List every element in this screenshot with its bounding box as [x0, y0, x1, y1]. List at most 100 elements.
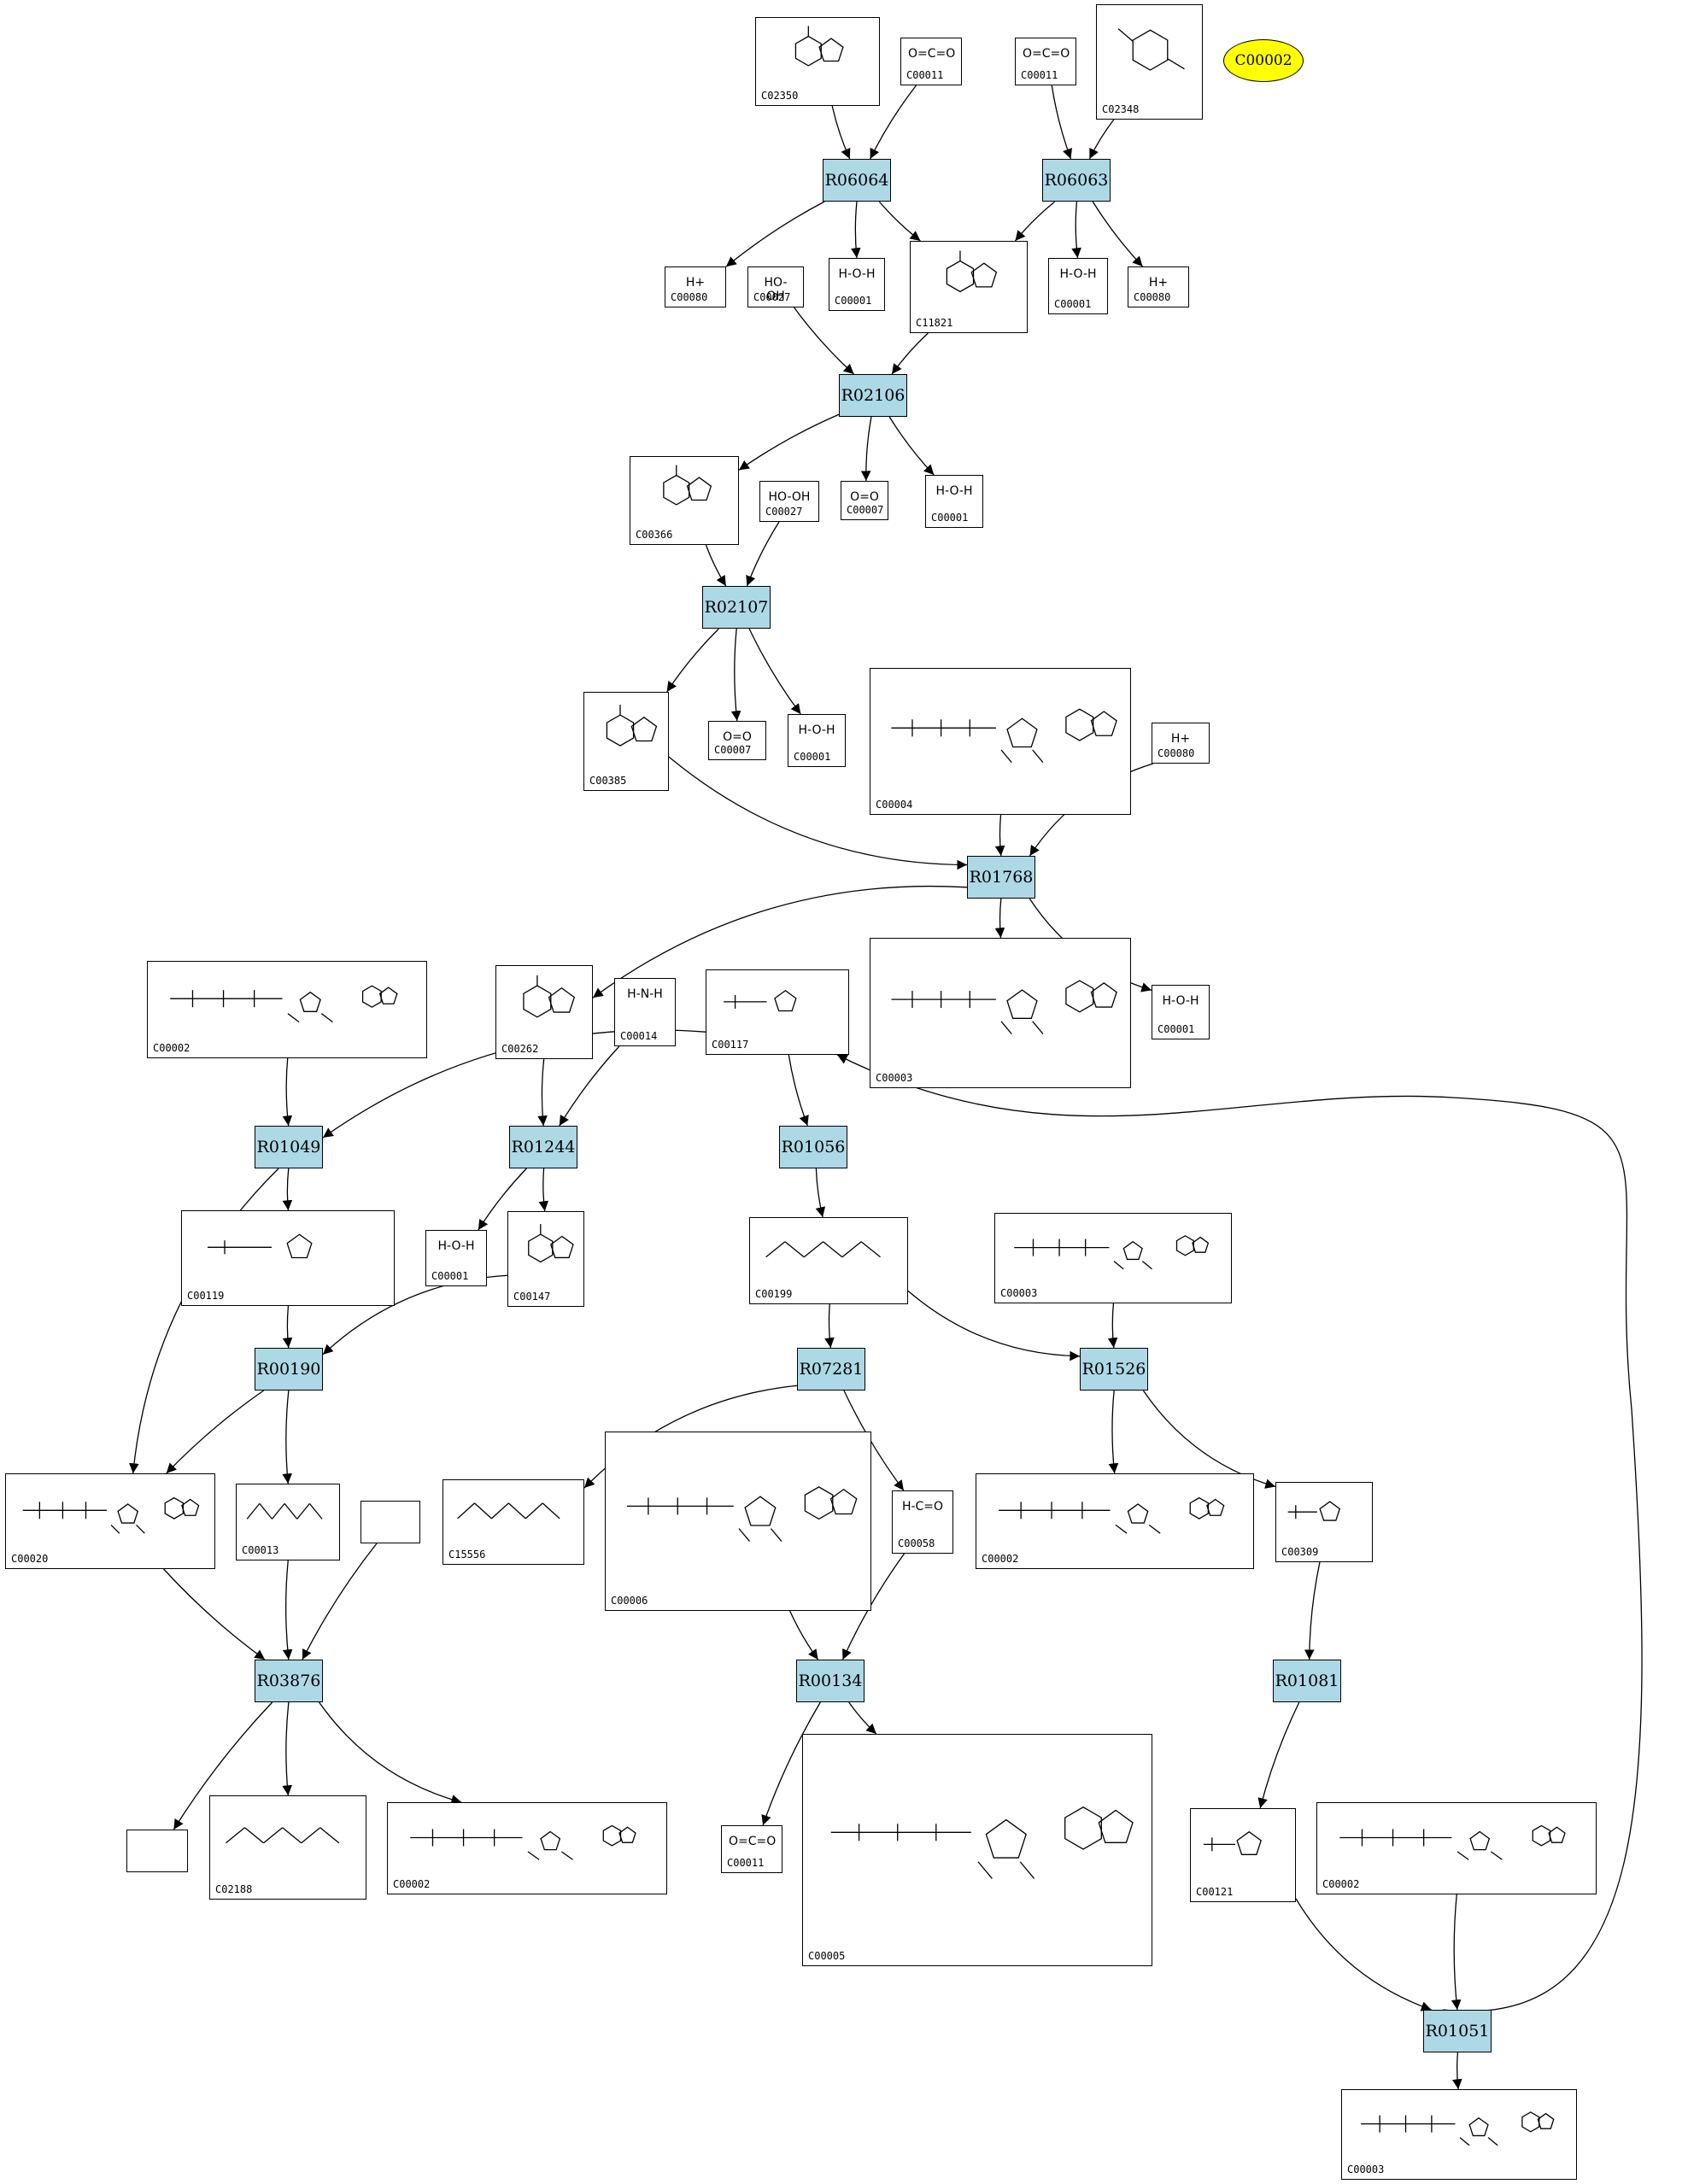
- compound-id-label: C00199: [755, 1288, 793, 1300]
- reaction-r01768[interactable]: R01768: [967, 856, 1035, 899]
- edge-c00119-to-r00190: [282, 1305, 293, 1349]
- compound-c00385[interactable]: C00385: [583, 692, 669, 791]
- compound-c00002[interactable]: C00002: [976, 1473, 1254, 1569]
- structure-drawing: [523, 975, 576, 1018]
- reaction-r06063[interactable]: R06063: [1042, 159, 1111, 202]
- compound-id-label: C00366: [636, 529, 673, 541]
- compound-c02350[interactable]: C02350: [755, 17, 880, 106]
- compound-id-label: C00001: [794, 751, 831, 763]
- structure-drawing: [1287, 1501, 1341, 1521]
- compound-c02188[interactable]: C02188: [209, 1795, 366, 1900]
- compound-c00003[interactable]: C00003: [994, 1213, 1232, 1303]
- edge-r06063-to-c00080b: [1092, 201, 1144, 267]
- structure-drawing: [606, 705, 658, 747]
- edge-r01244-to-c00001f: [478, 1168, 527, 1231]
- reaction-r02107[interactable]: R02107: [702, 586, 771, 629]
- reaction-r01081[interactable]: R01081: [1273, 1660, 1341, 1702]
- edge-c00006-to-r00134: [789, 1610, 819, 1660]
- compound-c00002[interactable]: C00002: [387, 1802, 667, 1894]
- compound-c02348[interactable]: C02348: [1096, 4, 1203, 120]
- reaction-r06064[interactable]: R06064: [823, 159, 891, 202]
- reaction-r01049[interactable]: R01049: [255, 1126, 323, 1168]
- compound-c00001[interactable]: H-O-H C00001: [1152, 985, 1210, 1039]
- edge-c00014-to-r01244: [559, 1045, 620, 1127]
- compound-c00117[interactable]: C00117: [706, 969, 849, 1055]
- structure-drawing: [457, 1502, 560, 1519]
- structure-drawing: [22, 1496, 200, 1534]
- compound-c00005[interactable]: C00005: [802, 1734, 1152, 1966]
- compound-empty[interactable]: [126, 1830, 188, 1872]
- reaction-r01056[interactable]: R01056: [779, 1126, 847, 1168]
- compound-formula: H-O-H: [1162, 994, 1199, 1008]
- reaction-r01051[interactable]: R01051: [1423, 2010, 1492, 2052]
- compound-formula: O=C=O: [1023, 47, 1070, 61]
- compound-c00366[interactable]: C00366: [630, 456, 739, 545]
- compound-empty[interactable]: [360, 1501, 420, 1543]
- edge-r01049-to-c00020: [129, 1168, 279, 1474]
- reaction-r07281[interactable]: R07281: [797, 1348, 865, 1391]
- compound-c00006[interactable]: C00006: [605, 1432, 871, 1611]
- edge-r02106-to-c00007a: [860, 416, 872, 482]
- compound-id-label: C00001: [1054, 298, 1092, 310]
- edge-c00011b-to-r06063: [1051, 85, 1072, 160]
- compound-c00003[interactable]: C00003: [1341, 2089, 1577, 2180]
- compound-c00119[interactable]: C00119: [181, 1210, 395, 1306]
- compound-c00121[interactable]: C00121: [1190, 1808, 1296, 1902]
- compound-c00002[interactable]: C00002: [1316, 1802, 1597, 1894]
- compound-id-label: C00003: [1000, 1287, 1038, 1299]
- compound-c00004[interactable]: C00004: [870, 668, 1131, 815]
- edge-c00262-to-r01244: [537, 1058, 548, 1127]
- reaction-r00190[interactable]: R00190: [255, 1348, 323, 1391]
- compound-c00199[interactable]: C00199: [749, 1217, 908, 1304]
- compound-id-label: C00058: [898, 1537, 935, 1549]
- compound-c00147[interactable]: C00147: [507, 1211, 584, 1307]
- edge-r01526-to-c00309: [1142, 1390, 1276, 1489]
- compound-id-label: C00309: [1281, 1546, 1319, 1558]
- reaction-r01526[interactable]: R01526: [1080, 1348, 1148, 1391]
- compound-formula: H+: [1148, 276, 1169, 290]
- edge-r01051-to-c00117: [836, 1054, 1643, 2012]
- compound-id-label: C00011: [727, 1857, 765, 1869]
- compound-c00080[interactable]: H+C00080: [665, 266, 726, 307]
- compound-id-label: C00001: [835, 295, 872, 307]
- reaction-r00134[interactable]: R00134: [796, 1660, 865, 1702]
- compound-c00080[interactable]: H+C00080: [1152, 723, 1210, 764]
- compound-id-label: C00001: [431, 1270, 469, 1282]
- compound-id-label: C00006: [611, 1595, 648, 1607]
- compound-c15556[interactable]: C15556: [443, 1479, 584, 1565]
- edge-r01768-to-c00262: [592, 885, 968, 998]
- reaction-r03876[interactable]: R03876: [255, 1660, 323, 1702]
- structure-drawing: [410, 1824, 636, 1860]
- compound-id-label: C00027: [765, 506, 803, 518]
- edge-c00027a-to-r02106: [794, 307, 854, 375]
- reaction-r01244[interactable]: R01244: [509, 1126, 577, 1168]
- compound-formula: H+: [685, 276, 706, 290]
- edge-c02350-to-r06064: [831, 105, 851, 160]
- compound-c00262[interactable]: C00262: [495, 965, 593, 1059]
- reaction-r02106[interactable]: R02106: [839, 374, 907, 417]
- compound-c00309[interactable]: C00309: [1275, 1482, 1373, 1562]
- compound-c00080[interactable]: H+C00080: [1128, 266, 1189, 307]
- highlighted-compound-oval[interactable]: C00002: [1223, 39, 1304, 82]
- compound-c00003[interactable]: C00003: [870, 938, 1131, 1088]
- compound-c00002[interactable]: C00002: [147, 961, 427, 1058]
- compound-c11821[interactable]: C11821: [910, 241, 1028, 333]
- compound-id-label: C00001: [1158, 1023, 1195, 1035]
- compound-c00020[interactable]: C00020: [5, 1473, 215, 1569]
- edge-c11821-to-r02106: [891, 332, 929, 375]
- compound-c00013[interactable]: C00013: [236, 1484, 340, 1560]
